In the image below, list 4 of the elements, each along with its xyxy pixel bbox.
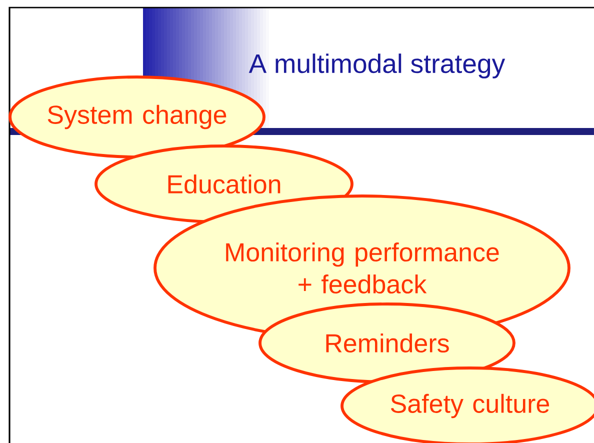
ellipse-node: System change [8, 76, 266, 158]
ellipse-node: Safety culture [340, 366, 594, 443]
node-label: Monitoring performance + feedback [226, 242, 499, 294]
slide-title: A multimodal strategy [248, 54, 506, 78]
